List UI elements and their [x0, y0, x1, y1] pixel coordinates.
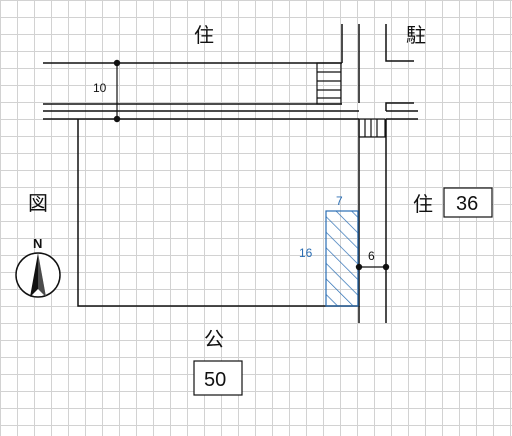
top-road-dimension [113, 59, 121, 123]
right-road-label: 住 [413, 192, 433, 216]
side-road-dimension [355, 263, 390, 271]
right-road-width-value: 36 [456, 193, 478, 215]
top-road-width-label: 10 [93, 81, 107, 95]
top-road [43, 24, 418, 120]
right-road [358, 119, 387, 323]
left-label: 図 [28, 191, 48, 215]
side-stairs [358, 118, 386, 138]
compass-north-label: N [33, 236, 42, 251]
parking-label: 駐 [406, 23, 426, 47]
hatch-width-label: 7 [336, 194, 343, 208]
parking-outline [385, 24, 414, 62]
site-lot-outline [77, 119, 360, 307]
bottom-road-label: 公 [204, 327, 224, 351]
bottom-road-width-box [193, 360, 243, 396]
north-arrow-icon [15, 252, 61, 298]
top-road-label: 住 [194, 23, 214, 47]
side-road-width-label: 6 [368, 249, 375, 263]
bottom-road-width-value: 50 [204, 369, 226, 391]
right-road-width-box [443, 187, 493, 218]
hatched-area [325, 210, 359, 307]
top-stairs [316, 62, 342, 105]
hatch-height-label: 16 [299, 246, 313, 260]
